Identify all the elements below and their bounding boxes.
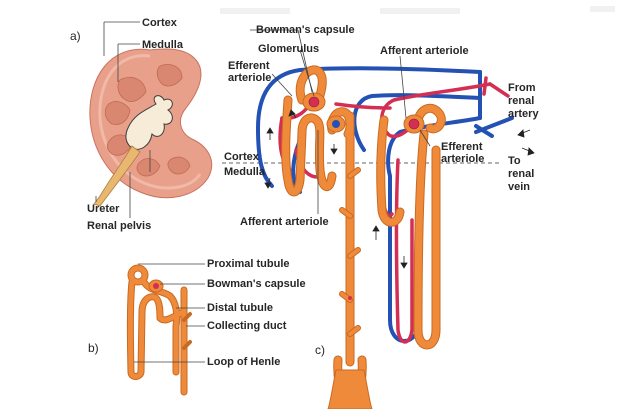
efferent-arteriole-right-label-line1: Efferent	[441, 141, 483, 153]
medulla-c-label: Medulla	[224, 166, 265, 178]
kidney-cortex-label: Cortex	[142, 17, 177, 29]
panel-c-label: c)	[315, 343, 325, 357]
glomerulus-right	[403, 114, 425, 134]
from-renal-artery-label-line2: renal	[508, 95, 535, 107]
glomerulus-label: Glomerulus	[258, 43, 320, 55]
afferent-arteriole-top-label: Afferent arteriole	[380, 45, 469, 57]
efferent-arteriole-right-label-line2: arteriole	[441, 153, 485, 165]
glomerulus-left	[302, 92, 326, 112]
collecting-duct-label: Collecting duct	[207, 320, 287, 332]
efferent-arteriole-left-label-line2: arteriole	[228, 72, 272, 84]
efferent-arteriole-left-label-line1: Efferent	[228, 60, 270, 72]
from-renal-artery-label-line3: artery	[508, 108, 539, 120]
ureter-shape	[93, 145, 141, 207]
cortex-c-label: Cortex	[224, 151, 259, 163]
loop-of-henle-label: Loop of Henle	[207, 356, 281, 368]
to-renal-vein-label-line2: renal	[508, 168, 535, 180]
distal-tubule-label: Distal tubule	[207, 302, 274, 314]
medullary-pyramids	[104, 64, 191, 177]
proximal-tubule-label: Proximal tubule	[207, 258, 290, 270]
panel-a-label: a)	[70, 29, 81, 43]
to-renal-vein-label-line3: vein	[508, 181, 531, 193]
ureter-label: Ureter	[87, 203, 120, 215]
glomerulus-center	[326, 115, 346, 133]
bowmans-capsule-c-label: Bowman's capsule	[256, 24, 355, 36]
panel-b-label: b)	[88, 341, 99, 355]
bowmans-capsule-b-label: Bowman's capsule	[207, 278, 306, 290]
renal-pelvis-label: Renal pelvis	[87, 220, 152, 232]
to-renal-vein-label-line1: To	[508, 155, 521, 167]
afferent-arteriole-bottom-label: Afferent arteriole	[240, 216, 329, 228]
kidney-medulla-label: Medulla	[142, 39, 183, 51]
flow-arrows	[264, 109, 535, 269]
from-renal-artery-label-line1: From	[508, 82, 536, 94]
